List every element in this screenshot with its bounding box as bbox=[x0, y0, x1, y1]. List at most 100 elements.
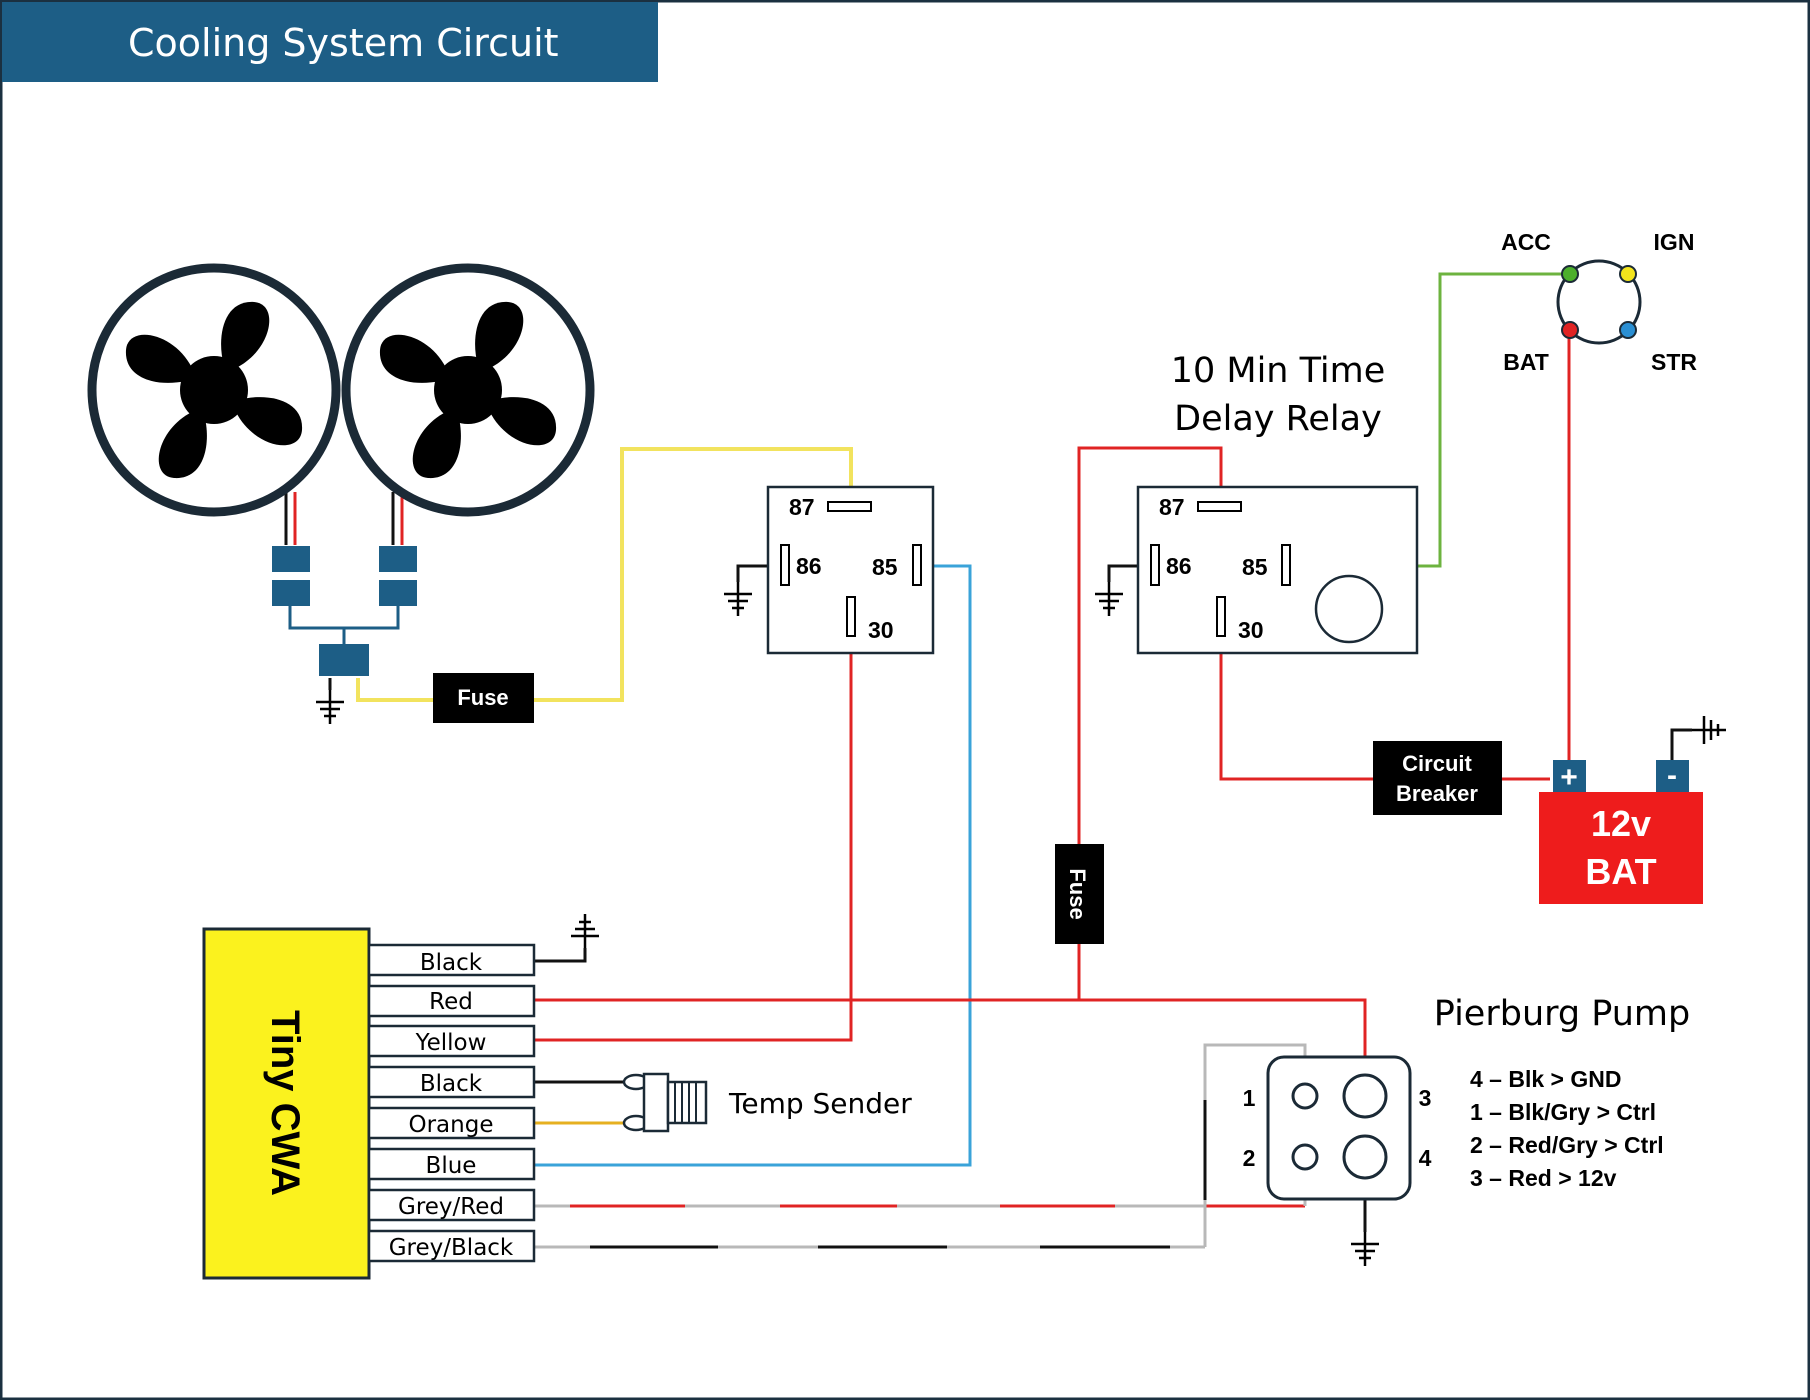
cwa-wire-label: Grey/Black bbox=[389, 1235, 514, 1261]
delay-relay-title-line1: 10 Min Time bbox=[1171, 351, 1386, 391]
pump-pin-label: 4 bbox=[1419, 1145, 1432, 1171]
circuit-breaker: Circuit Breaker bbox=[1373, 741, 1502, 815]
ign-ign-terminal bbox=[1619, 265, 1637, 283]
cwa-wire-box-grey-black bbox=[367, 1229, 536, 1263]
fan-y-harness bbox=[288, 606, 400, 630]
pierburg-pump: Pierburg Pump 1 2 3 4 4 – Blk > GND 1 – … bbox=[1243, 994, 1690, 1268]
fan1-connector-b bbox=[272, 580, 310, 606]
battery-negative-terminal bbox=[1656, 760, 1689, 792]
circuit-breaker-line1: Circuit bbox=[1402, 751, 1472, 776]
cwa-wire-label: Red bbox=[429, 989, 473, 1015]
pump-legend-item: 2 – Red/Gry > Ctrl bbox=[1470, 1132, 1664, 1158]
fan-fuse: Fuse bbox=[433, 673, 534, 723]
pump-pin-label: 1 bbox=[1243, 1085, 1256, 1111]
vertical-fuse-label: Fuse bbox=[1065, 868, 1090, 919]
fan2-connector-a bbox=[379, 546, 417, 572]
temp-sender-thread bbox=[666, 1080, 708, 1125]
fan-relay-86-ground-wire bbox=[736, 564, 781, 582]
delay-relay-87-label: 87 bbox=[1159, 494, 1185, 520]
cwa-wire-label: Black bbox=[420, 1071, 483, 1097]
cwa-wire-label: Blue bbox=[426, 1153, 477, 1179]
page-title: Cooling System Circuit bbox=[128, 21, 559, 65]
delay-relay-86-label: 86 bbox=[1166, 553, 1192, 579]
yellow-fan-feed-wire bbox=[356, 447, 853, 702]
fan-relay-85-label: 85 bbox=[872, 554, 898, 580]
battery-voltage-label: 12v bbox=[1591, 803, 1651, 844]
fan-fuse-label: Fuse bbox=[457, 685, 508, 710]
tiny-cwa: Tiny CWA Black Red Yellow Black Orange B… bbox=[202, 912, 601, 1280]
ign-bat-terminal bbox=[1561, 321, 1579, 339]
fan-relay-pin86 bbox=[780, 544, 790, 586]
pump-pin-legend: 4 – Blk > GND 1 – Blk/Gry > Ctrl 2 – Red… bbox=[1470, 1066, 1664, 1191]
fan-relay-ground-icon bbox=[722, 580, 754, 618]
cwa-wire-label: Grey/Red bbox=[398, 1194, 504, 1220]
battery-minus-label: - bbox=[1667, 759, 1677, 792]
tiny-cwa-label: Tiny CWA bbox=[263, 1010, 307, 1196]
pump-legend-item: 3 – Red > 12v bbox=[1470, 1165, 1617, 1191]
ign-str-label: STR bbox=[1651, 349, 1697, 375]
cwa-wire-box-red bbox=[367, 984, 536, 1018]
battery-plus-label: + bbox=[1560, 761, 1578, 794]
fan-relay-pin85 bbox=[912, 544, 922, 586]
cwa-wire-box-grey-red bbox=[367, 1188, 536, 1222]
delay-relay-pin30 bbox=[1216, 596, 1226, 637]
delay-relay-title-line2: Delay Relay bbox=[1174, 399, 1382, 439]
fan2-connector-b bbox=[379, 580, 417, 606]
pump-title: Pierburg Pump bbox=[1434, 994, 1690, 1034]
fan-relay-pin30 bbox=[846, 596, 856, 637]
ignition-switch: ACC IGN BAT STR bbox=[1501, 229, 1697, 375]
pump-ground-icon bbox=[1349, 1230, 1381, 1268]
fan-relay-pin87 bbox=[827, 501, 872, 512]
cwa-black-ground-wire bbox=[535, 948, 587, 963]
cwa-wire-box-black bbox=[367, 943, 536, 977]
delay-relay-87-feed-wire bbox=[1077, 446, 1223, 1000]
fan-relay-86-label: 86 bbox=[796, 553, 822, 579]
pump-legend-item: 1 – Blk/Gry > Ctrl bbox=[1470, 1099, 1656, 1125]
fan-icon-right bbox=[341, 263, 595, 517]
delay-relay-ground-icon bbox=[1093, 580, 1125, 618]
temp-sender: Temp Sender bbox=[622, 1072, 912, 1133]
ign-acc-terminal bbox=[1561, 265, 1579, 283]
delay-relay-pin87 bbox=[1197, 501, 1242, 512]
pump-pin-label: 2 bbox=[1243, 1145, 1256, 1171]
battery: + - 12v BAT bbox=[1539, 714, 1728, 904]
temp-sender-label: Temp Sender bbox=[728, 1087, 912, 1120]
delay-relay-pin86 bbox=[1150, 544, 1160, 586]
cwa-wire-label: Yellow bbox=[415, 1030, 487, 1056]
cwa-wire-box-black-2 bbox=[367, 1065, 536, 1099]
battery-bat-label: BAT bbox=[1585, 851, 1656, 892]
delay-relay-30-label: 30 bbox=[1238, 617, 1264, 643]
title-bar: Cooling System Circuit bbox=[2, 2, 658, 82]
pump-legend-item: 4 – Blk > GND bbox=[1470, 1066, 1621, 1092]
cwa-wire-label: Orange bbox=[409, 1112, 494, 1138]
fan-relay: 87 86 85 30 bbox=[722, 485, 935, 655]
delay-relay: 10 Min Time Delay Relay 87 86 85 30 bbox=[1093, 351, 1419, 655]
fan-icon-left bbox=[87, 263, 341, 517]
temp-sender-hex bbox=[642, 1072, 670, 1133]
cooling-fans bbox=[87, 263, 595, 726]
delay-relay-85-label: 85 bbox=[1242, 554, 1268, 580]
cwa-wire-box-orange bbox=[367, 1106, 536, 1140]
cwa-wire-box-yellow bbox=[367, 1024, 536, 1058]
fan-relay-30-wire bbox=[535, 635, 853, 1042]
wires bbox=[284, 272, 1692, 1249]
cwa-wire-label: Black bbox=[420, 950, 483, 976]
pump-pin4-socket bbox=[1342, 1134, 1388, 1180]
battery-positive-terminal bbox=[1553, 760, 1586, 792]
delay-relay-pin85 bbox=[1281, 544, 1291, 586]
ign-ign-label: IGN bbox=[1654, 229, 1695, 255]
ign-str-terminal bbox=[1619, 321, 1637, 339]
battery-body bbox=[1539, 792, 1703, 904]
cwa-wire-labels: Black Red Yellow Black Orange Blue Grey/… bbox=[367, 943, 536, 1263]
cwa-ground-icon bbox=[569, 912, 601, 950]
delay-relay-30-wire bbox=[1219, 635, 1373, 781]
vertical-fuse: Fuse bbox=[1055, 844, 1104, 944]
fan-relay-30-label: 30 bbox=[868, 617, 894, 643]
red-12v-bus-wire bbox=[535, 998, 1367, 1083]
pump-pin3-socket bbox=[1342, 1073, 1388, 1119]
ignition-switch-body bbox=[1556, 259, 1642, 345]
battery-ground-wire bbox=[1670, 728, 1692, 760]
